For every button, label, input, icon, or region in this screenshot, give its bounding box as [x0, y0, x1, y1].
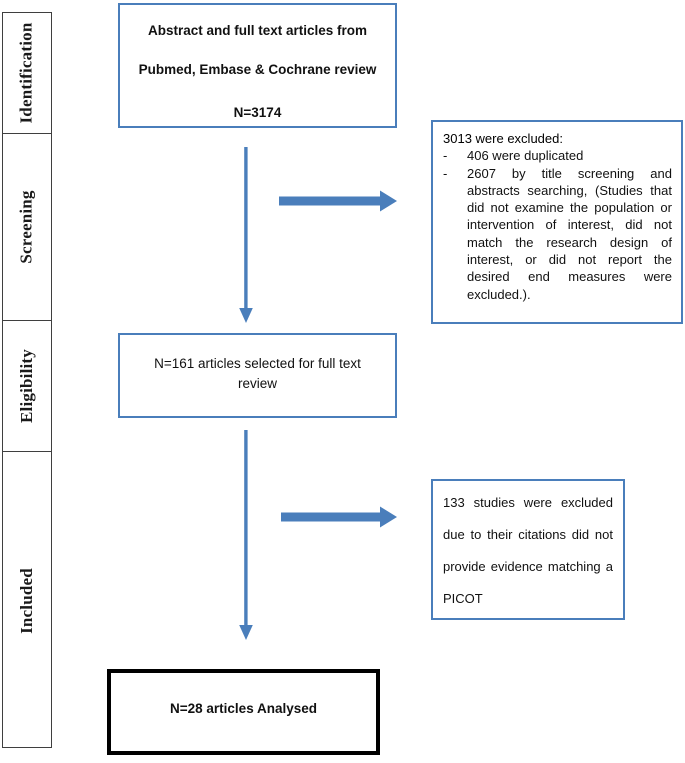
stage-label-identification: Identification [17, 22, 36, 124]
records-line-2: Pubmed, Embase & Cochrane review [138, 61, 377, 77]
stage-label-screening: Screening [17, 190, 37, 264]
included-text: N=28 articles Analysed [170, 701, 317, 716]
records-line-1: Abstract and full text articles from [147, 23, 368, 38]
bullet-dash-icon: - [443, 148, 448, 164]
box-excluded-screening: 3013 were excluded: - 406 were duplicate… [431, 120, 683, 324]
stage-cell-eligibility: Eligibility [3, 320, 51, 451]
arrow-right-to-excluded-1 [279, 188, 397, 214]
excluded-1-reason-text: 2607 by title screening and abstracts se… [467, 165, 672, 302]
box-studies-included: N=28 articles Analysed [107, 669, 380, 755]
box-excluded-eligibility: 133 studies were excluded due to their c… [431, 479, 625, 620]
stage-cell-included: Included [3, 451, 51, 749]
stage-label-included: Included [17, 567, 37, 634]
excluded-1-reason-item: - 2607 by title screening and abstracts … [443, 165, 672, 303]
stage-label-eligibility: Eligibility [17, 349, 36, 423]
fulltext-review-text: N=161 articles selected for full text re… [154, 356, 361, 391]
stage-rail: Identification Screening Eligibility Inc… [2, 12, 52, 748]
excluded-1-reason-text: 406 were duplicated [467, 148, 584, 164]
excluded-1-reason-item: - 406 were duplicated [443, 147, 672, 164]
box-records-identified: Abstract and full text articles from Pub… [118, 3, 397, 128]
arrow-down-eligibility-to-included [235, 430, 257, 640]
box-fulltext-review: N=161 articles selected for full text re… [118, 333, 397, 418]
bullet-dash-icon: - [443, 165, 448, 181]
arrow-right-to-excluded-2 [281, 504, 397, 530]
arrow-down-identification-to-screening [235, 147, 257, 323]
excluded-2-text: 133 studies were excluded due to their c… [443, 495, 613, 606]
excluded-1-heading: 3013 were excluded: [443, 131, 563, 146]
records-total-count: N=3174 [233, 104, 282, 120]
stage-cell-screening: Screening [3, 133, 51, 320]
stage-cell-identification: Identification [3, 13, 51, 133]
excluded-1-reason-list: - 406 were duplicated - 2607 by title sc… [443, 147, 672, 303]
